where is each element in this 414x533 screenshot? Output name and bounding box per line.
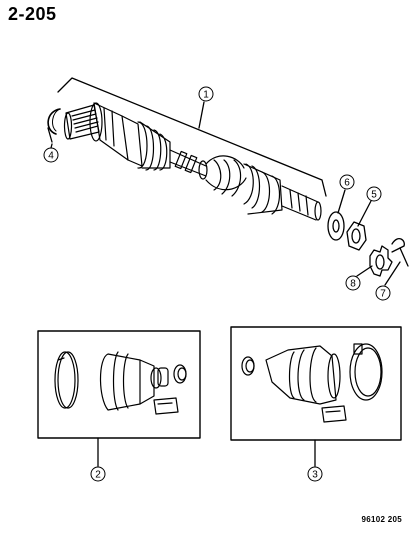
- callout-3-number: 3: [312, 470, 318, 481]
- callout-6: 6: [339, 174, 355, 190]
- cotter-pin-part: [391, 238, 409, 267]
- callout-5-number: 5: [371, 190, 377, 201]
- inner-boot-kit-box: [230, 326, 402, 441]
- callout-8-leader: [356, 265, 373, 277]
- callout-6-number: 6: [344, 178, 350, 189]
- hub-nut-part: [346, 221, 367, 251]
- drive-shaft-assembly: [63, 102, 322, 221]
- callout-5: 5: [366, 186, 382, 202]
- callout-4-number: 4: [48, 151, 54, 162]
- outer-boot-kit-box: [37, 330, 201, 439]
- callout-7-number: 7: [380, 289, 386, 300]
- callout-1-number: 1: [203, 90, 209, 101]
- callout-7: 7: [375, 285, 391, 301]
- figure-code: 96102 205: [361, 515, 402, 524]
- callout-6-leader: [337, 189, 346, 214]
- callout-2: 2: [90, 466, 106, 482]
- callout-5-leader: [357, 200, 372, 227]
- inner-boot-kit-parts: [241, 343, 383, 423]
- assembly-bracket: [57, 77, 327, 197]
- callout-8: 8: [345, 275, 361, 291]
- callout-4-leader: [50, 143, 53, 149]
- callout-1-leader: [198, 101, 205, 129]
- callout-1: 1: [198, 86, 214, 102]
- callout-4: 4: [43, 147, 59, 163]
- callout-2-number: 2: [95, 470, 101, 481]
- page-number: 2-205: [8, 4, 57, 24]
- washer-part: [327, 211, 345, 241]
- callout-8-number: 8: [350, 279, 356, 290]
- snap-ring-part: [47, 108, 61, 143]
- outer-boot-kit-parts: [54, 351, 187, 415]
- callout-7-leader: [384, 261, 401, 286]
- callout-3: 3: [307, 466, 323, 482]
- nut-lock-part: [369, 245, 393, 277]
